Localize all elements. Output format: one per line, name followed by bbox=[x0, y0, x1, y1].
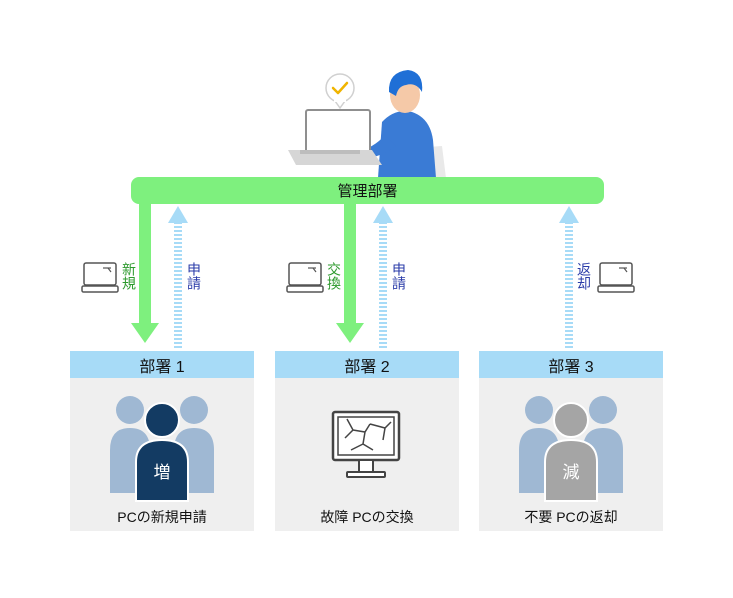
increase-badge: 増 bbox=[153, 462, 171, 482]
department-3-caption: 不要 PCの返却 bbox=[524, 509, 618, 525]
laptop-icon bbox=[81, 262, 119, 293]
arrow-down-dept1 bbox=[131, 204, 159, 343]
management-label: 管理部署 bbox=[337, 183, 398, 200]
arrow-up-dept3 bbox=[559, 206, 579, 350]
department-1-caption: PCの新規申請 bbox=[117, 509, 207, 525]
arrow-up-dept2 bbox=[373, 206, 393, 350]
department-3-name: 部署 3 bbox=[548, 358, 594, 376]
arrow-down-dept2 bbox=[336, 204, 364, 343]
department-1-name: 部署 1 bbox=[139, 358, 185, 376]
person-at-laptop-icon bbox=[288, 70, 446, 178]
department-1-header: 部署 1 bbox=[70, 351, 254, 378]
department-1-panel: 部署 1 増 PCの新規申請 bbox=[70, 351, 254, 531]
people-group-icon bbox=[519, 396, 623, 502]
laptop-icon bbox=[597, 262, 635, 293]
arrow-up-dept1 bbox=[168, 206, 188, 350]
department-2-caption: 故障 PCの交換 bbox=[320, 509, 414, 525]
flow-label-return: 返却 bbox=[576, 262, 592, 290]
broken-monitor-icon bbox=[331, 410, 401, 478]
laptop-icon bbox=[286, 262, 324, 293]
flow-label-exchange: 交換 bbox=[326, 262, 342, 290]
people-group-icon bbox=[110, 396, 214, 502]
department-2-panel: 部署 2 故障 PCの交換 bbox=[275, 351, 459, 531]
flow-label-new: 新規 bbox=[121, 262, 137, 290]
flow-label-request-1: 申請 bbox=[186, 262, 202, 290]
department-3-panel: 部署 3 減 不要 PCの返却 bbox=[479, 351, 663, 531]
flow-label-request-2: 申請 bbox=[391, 262, 407, 290]
check-bubble-icon bbox=[325, 73, 355, 110]
management-department-bar: 管理部署 bbox=[131, 177, 604, 204]
decrease-badge: 減 bbox=[562, 462, 580, 482]
department-2-header: 部署 2 bbox=[275, 351, 459, 378]
department-3-header: 部署 3 bbox=[479, 351, 663, 378]
department-2-name: 部署 2 bbox=[344, 358, 390, 376]
